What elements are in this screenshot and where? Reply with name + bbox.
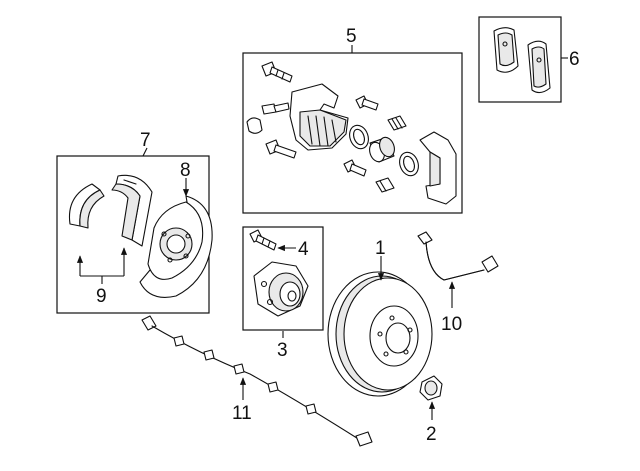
callout-1: 1 [375, 238, 386, 259]
backing-plate-illustration[interactable] [139, 195, 213, 298]
brake-pads-illustration[interactable] [493, 27, 551, 94]
hub-assembly-illustration[interactable] [253, 261, 309, 317]
axle-nut-illustration[interactable] [419, 375, 443, 401]
callout-7: 7 [140, 130, 151, 151]
callout-11: 11 [232, 403, 252, 424]
caliper-kit-illustration[interactable] [246, 61, 457, 205]
hub-bolt-illustration[interactable] [249, 229, 277, 251]
callout-5: 5 [346, 26, 357, 47]
callout-8: 8 [180, 160, 191, 181]
callout-3: 3 [277, 340, 288, 361]
hub-box [242, 226, 324, 331]
callout-6: 6 [569, 49, 580, 70]
leader-7 [142, 147, 148, 157]
brake-shoes-illustration[interactable] [68, 174, 153, 247]
callout-4: 4 [298, 239, 309, 260]
brake-pad-box [478, 16, 562, 103]
callout-9: 9 [96, 286, 107, 307]
brake-hose-illustration[interactable] [417, 231, 499, 281]
callout-10: 10 [441, 314, 462, 335]
callout-2: 2 [426, 424, 437, 445]
abs-sensor-wire-illustration[interactable] [141, 315, 373, 447]
brake-rotor-illustration[interactable] [327, 271, 433, 397]
